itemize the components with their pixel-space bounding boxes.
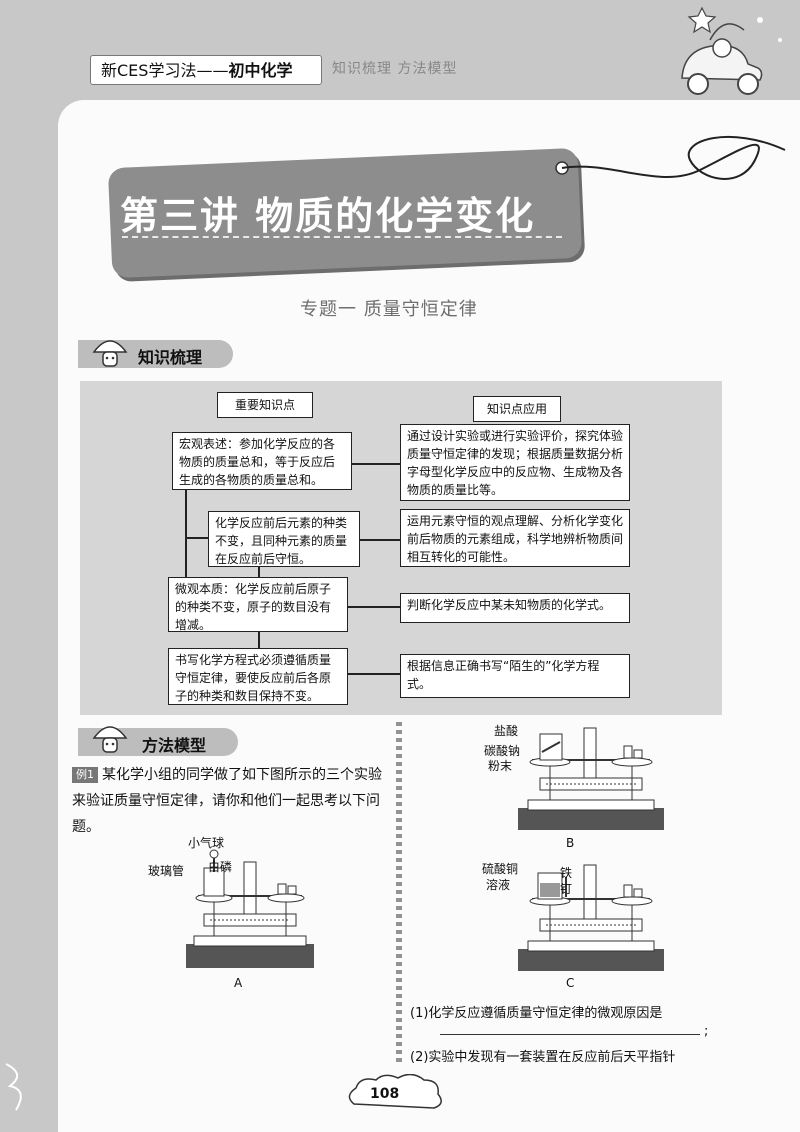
series-prefix: 新CES学习法: [101, 61, 197, 80]
connector-line: [348, 606, 400, 608]
balance-apparatus-b: [518, 727, 664, 830]
application-experiment: 通过设计实验或进行实验评价，探究体验质量守恒定律的发现；根据质量数据分析字母型化…: [400, 424, 630, 501]
key-point-elements: 化学反应前后元素的种类不变，且同种元素的质量在反应前后守恒。: [208, 511, 360, 567]
application-chemical-formula: 判断化学反应中某未知物质的化学式。: [400, 593, 630, 623]
connector-line: [185, 490, 187, 577]
connector-line: [360, 539, 400, 541]
car-cartoon-icon: [681, 6, 782, 95]
answer-blank: [440, 1034, 700, 1035]
connector-line: [352, 463, 400, 465]
connector-line: [185, 537, 208, 539]
question-1-end: ;: [704, 1024, 709, 1039]
applications-header: 知识点应用: [473, 396, 561, 422]
example-badge: 例1: [72, 767, 98, 783]
balance-apparatus-c: [518, 864, 664, 971]
iron-label: 铁: [560, 866, 573, 880]
series-subject: 初中化学: [228, 61, 293, 80]
corner-doodle-icon: [5, 1063, 22, 1111]
connector-line: [258, 632, 260, 648]
key-point-macro: 宏观表述：参加化学反应的各物质的质量总和，等于反应后生成的各物质的质量总和。: [172, 432, 352, 490]
balloon-label: 小气球: [188, 836, 225, 850]
key-point-micro: 微观本质：化学反应前后原子的种类不变，原子的数目没有增减。: [168, 577, 348, 632]
topic-title: 专题一 质量守恒定律: [300, 299, 478, 320]
tag-string-icon: [555, 136, 786, 180]
powder-label: 粉末: [488, 759, 513, 773]
key-points-header: 重要知识点: [217, 392, 313, 418]
connector-line: [258, 567, 260, 577]
series-badge: 新CES学习法——初中化学: [90, 55, 322, 85]
series-separator: ——: [196, 61, 229, 80]
chapter-dash-divider: [122, 236, 562, 238]
question-2: (2)实验中发现有一套装置在反应前后天平指针: [410, 1050, 676, 1065]
application-element-conservation: 运用元素守恒的观点理解、分析化学变化前后物质的元素组成，科学地辨析物质间相互转化…: [400, 509, 630, 567]
knowledge-section-label: 知识梳理: [138, 348, 203, 367]
example-text: 某化学小组的同学做了如下图所示的三个实验来验证质量守恒定律，请你和他们一起思考以…: [72, 767, 382, 835]
apparatus-b-label: B: [566, 836, 575, 850]
hydrochloric-acid-label: 盐酸: [494, 724, 519, 738]
sodium-carbonate-label: 碳酸钠: [484, 744, 521, 758]
balance-apparatus-a: [186, 849, 314, 968]
glass-tube-label: 玻璃管: [148, 864, 185, 878]
copper-sulfate-label: 硫酸铜: [482, 862, 519, 876]
question-1: (1)化学反应遵循质量守恒定律的微观原因是: [410, 1006, 663, 1021]
header-ghost-text: 知识梳理 方法模型: [332, 61, 458, 77]
nail-label: 钉: [560, 882, 573, 896]
solution-label: 溶液: [486, 878, 511, 892]
key-point-equation: 书写化学方程式必须遵循质量守恒定律，要使反应前后各原子的种类和数目保持不变。: [168, 648, 348, 705]
page-number-cloud-icon: [348, 1074, 442, 1109]
connector-line: [348, 673, 400, 675]
column-divider: [396, 722, 402, 1062]
chapter-title: 第三讲 物质的化学变化: [120, 194, 536, 238]
mushroom-icon: [92, 726, 128, 753]
method-section-label: 方法模型: [142, 736, 207, 755]
application-write-equation: 根据信息正确书写“陌生的”化学方程式。: [400, 654, 630, 698]
page-number: 108: [370, 1086, 400, 1102]
phosphorus-label: 白磷: [208, 860, 233, 874]
apparatus-c-label: C: [566, 976, 575, 990]
apparatus-a-label: A: [234, 976, 243, 990]
mushroom-icon: [92, 340, 128, 367]
